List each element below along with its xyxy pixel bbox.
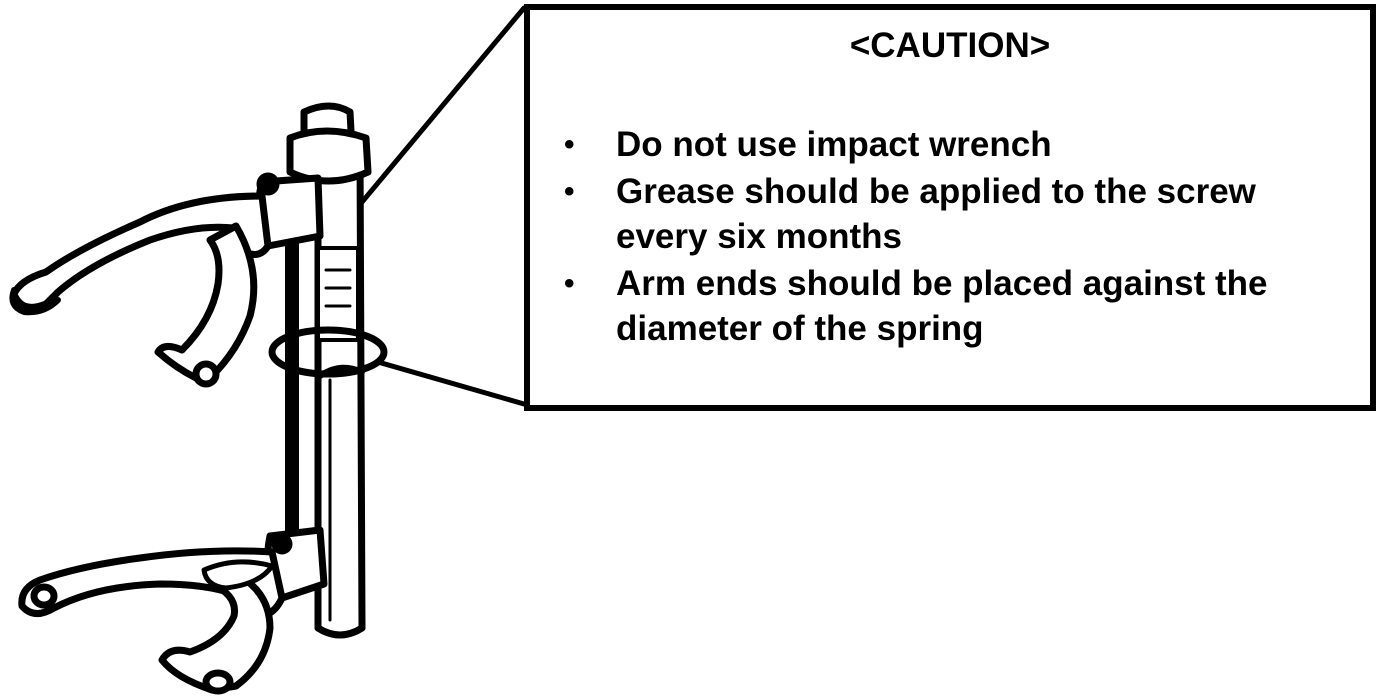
bullet-icon: • <box>564 267 575 300</box>
top-nut <box>286 127 372 185</box>
caution-title: <CAUTION> <box>849 26 1051 65</box>
caution-callout-box: <CAUTION> • Do not use impact wrench • G… <box>524 4 1376 411</box>
caution-item-text: Do not use impact wrench <box>616 125 1052 164</box>
caution-item: • Grease should be applied to the screw … <box>564 169 1354 259</box>
upper-jaw-pin <box>192 360 220 388</box>
callout-leader-line-lower <box>375 359 527 407</box>
bullet-icon: • <box>564 128 575 161</box>
lower-jaw-pin <box>202 669 234 695</box>
guide-rod <box>285 219 299 561</box>
lower-arm-jaw <box>158 568 274 694</box>
caution-item-text: Grease should be applied to the screw ev… <box>616 172 1256 256</box>
upper-clamp-bolt <box>256 172 280 196</box>
lower-arm-hole <box>30 583 58 609</box>
caution-item-text: Arm ends should be placed against the di… <box>616 264 1268 348</box>
lower-clamp-bolt <box>271 533 293 555</box>
bullet-icon: • <box>564 175 575 208</box>
caution-list: • Do not use impact wrench • Grease shou… <box>564 122 1354 353</box>
upper-arm <box>10 192 272 311</box>
upper-arm-tip <box>9 287 61 316</box>
upper-arm-jaw <box>154 222 258 382</box>
caution-item: • Do not use impact wrench <box>564 122 1354 167</box>
collar-clip <box>317 364 365 379</box>
lower-clamp-cap <box>201 559 275 591</box>
warning-label <box>316 246 360 342</box>
caution-item: • Arm ends should be placed against the … <box>564 261 1354 351</box>
